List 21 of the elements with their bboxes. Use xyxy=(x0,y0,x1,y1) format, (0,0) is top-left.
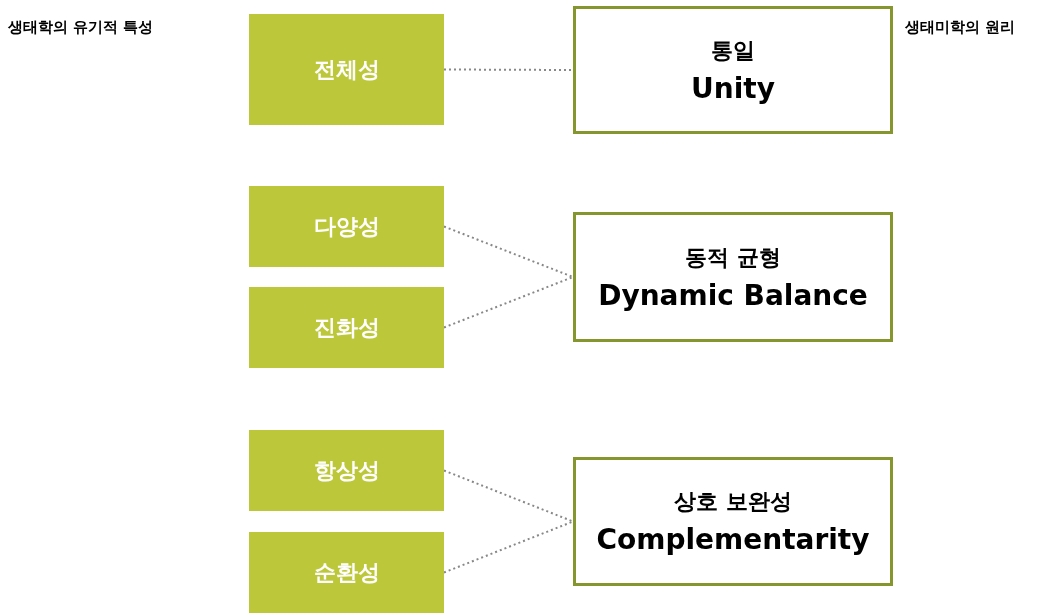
dotted-connector xyxy=(443,520,574,574)
principle-box xyxy=(573,212,893,342)
principle-english-text: Unity xyxy=(691,71,775,105)
dotted-connector xyxy=(443,469,574,523)
principle-korean-text: 상호 보완성 xyxy=(674,488,792,516)
principle-korean-text: 동적 균형 xyxy=(685,243,781,272)
principle-english-text: Complementarity xyxy=(596,523,870,556)
principle-english-text: Dynamic Balance xyxy=(598,278,868,312)
characteristic-box: 진화성 xyxy=(249,287,444,368)
principle-box xyxy=(573,457,893,586)
principle-box xyxy=(573,6,893,134)
dotted-connector xyxy=(443,276,574,329)
dotted-connector xyxy=(443,225,574,278)
characteristic-box: 항상성 xyxy=(249,430,444,511)
column-heading: 생태학의 유기적 특성 xyxy=(8,18,154,37)
column-heading: 생태미학의 원리 xyxy=(905,18,1016,37)
characteristic-box: 다양성 xyxy=(249,186,444,267)
characteristic-box: 전체성 xyxy=(249,14,444,125)
principle-korean-text: 통일 xyxy=(711,36,755,65)
characteristic-box: 순환성 xyxy=(249,532,444,613)
dotted-connector xyxy=(443,68,574,71)
